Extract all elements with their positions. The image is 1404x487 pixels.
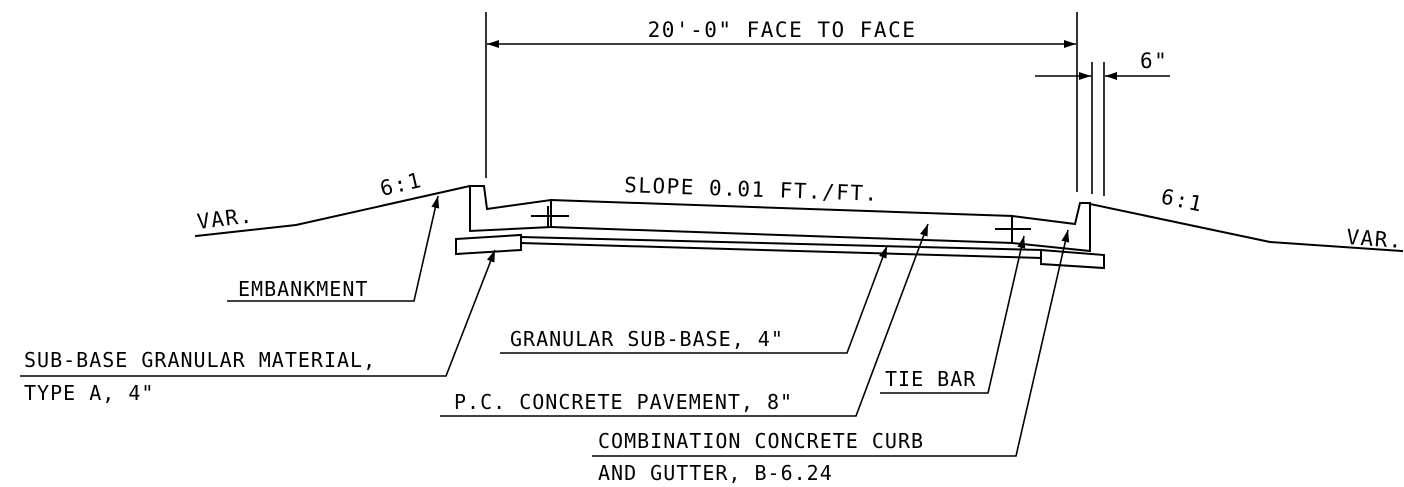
subbase-top-line xyxy=(519,235,1043,252)
pc-pavement-leader xyxy=(440,223,929,417)
subbase-material-leader xyxy=(20,249,496,377)
curb-offset-dimension: 6" xyxy=(1035,49,1170,196)
left-subbase-block xyxy=(455,233,522,256)
right-ground-line xyxy=(1088,202,1404,253)
subbase-material-label-line1: SUB-BASE GRANULAR MATERIAL, xyxy=(24,348,376,372)
callout-curb-gutter: COMBINATION CONCRETE CURB AND GUTTER, B-… xyxy=(592,229,1070,485)
pc-pavement-label: P.C. CONCRETE PAVEMENT, 8" xyxy=(454,390,793,414)
callout-subbase-material: SUB-BASE GRANULAR MATERIAL, TYPE A, 4" xyxy=(20,249,496,405)
granular-subbase-label: GRANULAR SUB-BASE, 4" xyxy=(510,327,784,351)
subbase-bottom-line xyxy=(519,241,1043,260)
tie-bars xyxy=(531,206,1031,242)
curb-gutter-label-line1: COMBINATION CONCRETE CURB xyxy=(598,429,924,453)
callout-granular-subbase: GRANULAR SUB-BASE, 4" xyxy=(500,245,888,354)
pavement-slope-label: SLOPE 0.01 FT./FT. xyxy=(624,173,879,206)
left-ground-line xyxy=(194,184,472,238)
pavement-top-line xyxy=(549,198,1014,218)
left-var-label: VAR. xyxy=(196,203,255,234)
left-curb-shape xyxy=(469,185,552,233)
embankment-leader xyxy=(227,195,440,302)
right-curb-shape xyxy=(1011,202,1091,253)
curb-gutter-label-line2: AND GUTTER, B-6.24 xyxy=(598,461,833,485)
pavement-bottom-line xyxy=(549,225,1014,245)
subbase-material-label-line2: TYPE A, 4" xyxy=(24,381,154,405)
pavement-section xyxy=(519,198,1043,260)
right-subbase-block xyxy=(1040,248,1105,270)
right-var-label: VAR. xyxy=(1346,225,1404,253)
left-slope-label: 6:1 xyxy=(378,168,425,201)
right-slope-label: 6:1 xyxy=(1159,184,1206,216)
width-dimension-label: 20'-0" FACE TO FACE xyxy=(648,18,917,42)
width-dimension: 20'-0" FACE TO FACE xyxy=(485,12,1078,192)
curb-gutter-leader xyxy=(592,229,1070,457)
callout-tie-bar: TIE BAR xyxy=(880,235,1026,394)
ground-profile xyxy=(194,184,1404,253)
embankment-label: EMBANKMENT xyxy=(238,277,368,301)
granular-subbase-leader xyxy=(500,245,888,354)
callout-pc-pavement: P.C. CONCRETE PAVEMENT, 8" xyxy=(440,223,929,417)
tie-bar-leader xyxy=(880,235,1026,394)
callout-embankment: EMBANKMENT xyxy=(227,195,440,302)
tie-bar-label: TIE BAR xyxy=(885,367,976,391)
curb-offset-label: 6" xyxy=(1140,49,1168,73)
